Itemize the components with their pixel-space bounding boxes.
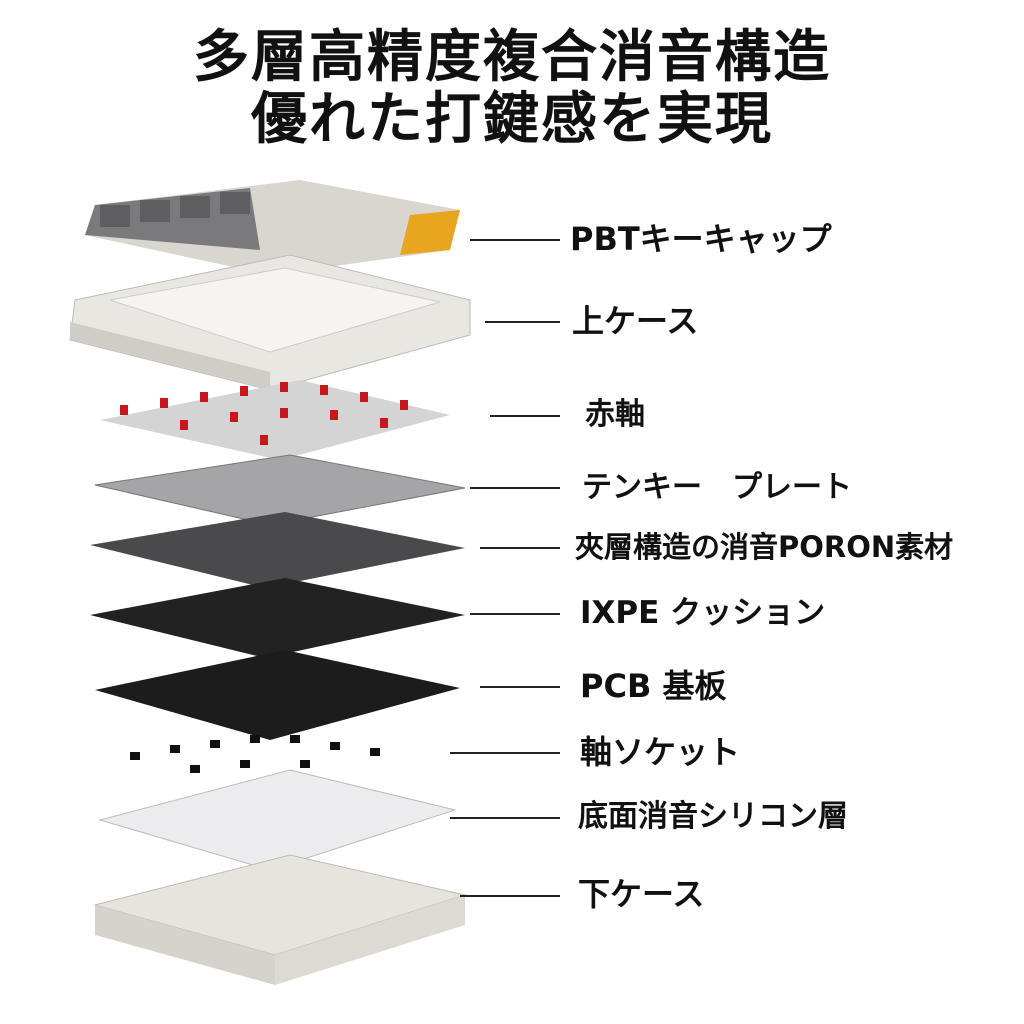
- switches-layer: [100, 380, 450, 460]
- leader-line: [470, 487, 560, 489]
- leader-line: [480, 686, 560, 688]
- pcb-layer: [95, 650, 460, 740]
- label-sockets: 軸ソケット: [580, 733, 741, 771]
- top-case-layer: [69, 254, 471, 391]
- title-line-1: 多層高精度複合消音構造: [193, 25, 831, 90]
- sockets-layer: [130, 735, 380, 773]
- leader-line: [450, 817, 560, 819]
- ixpe-layer: [90, 578, 465, 658]
- leader-line: [460, 895, 560, 897]
- label-pcb: PCB 基板: [580, 667, 727, 705]
- label-bottom-case: 下ケース: [578, 875, 705, 913]
- leader-line: [490, 415, 560, 417]
- leader-line: [480, 547, 560, 549]
- leader-line: [450, 752, 560, 754]
- label-keycaps: PBTキーキャップ: [570, 220, 832, 258]
- bottom-case-layer: [93, 854, 467, 985]
- label-ixpe: IXPE クッション: [580, 595, 826, 631]
- label-silicone: 底面消音シリコン層: [578, 799, 848, 834]
- silicone-layer: [98, 769, 457, 871]
- label-switches: 赤軸: [585, 397, 645, 432]
- plate-layer: [94, 454, 466, 526]
- leader-line: [470, 239, 560, 241]
- keycaps-layer: [85, 180, 460, 275]
- leader-line: [470, 613, 560, 615]
- poron-layer: [90, 512, 465, 588]
- leader-line: [485, 321, 560, 323]
- title-line-2: 優れた打鍵感を実現: [251, 87, 773, 152]
- label-plate: テンキー プレート: [582, 470, 852, 505]
- label-top-case: 上ケース: [572, 302, 699, 340]
- label-poron: 夾層構造の消音PORON素材: [575, 530, 954, 564]
